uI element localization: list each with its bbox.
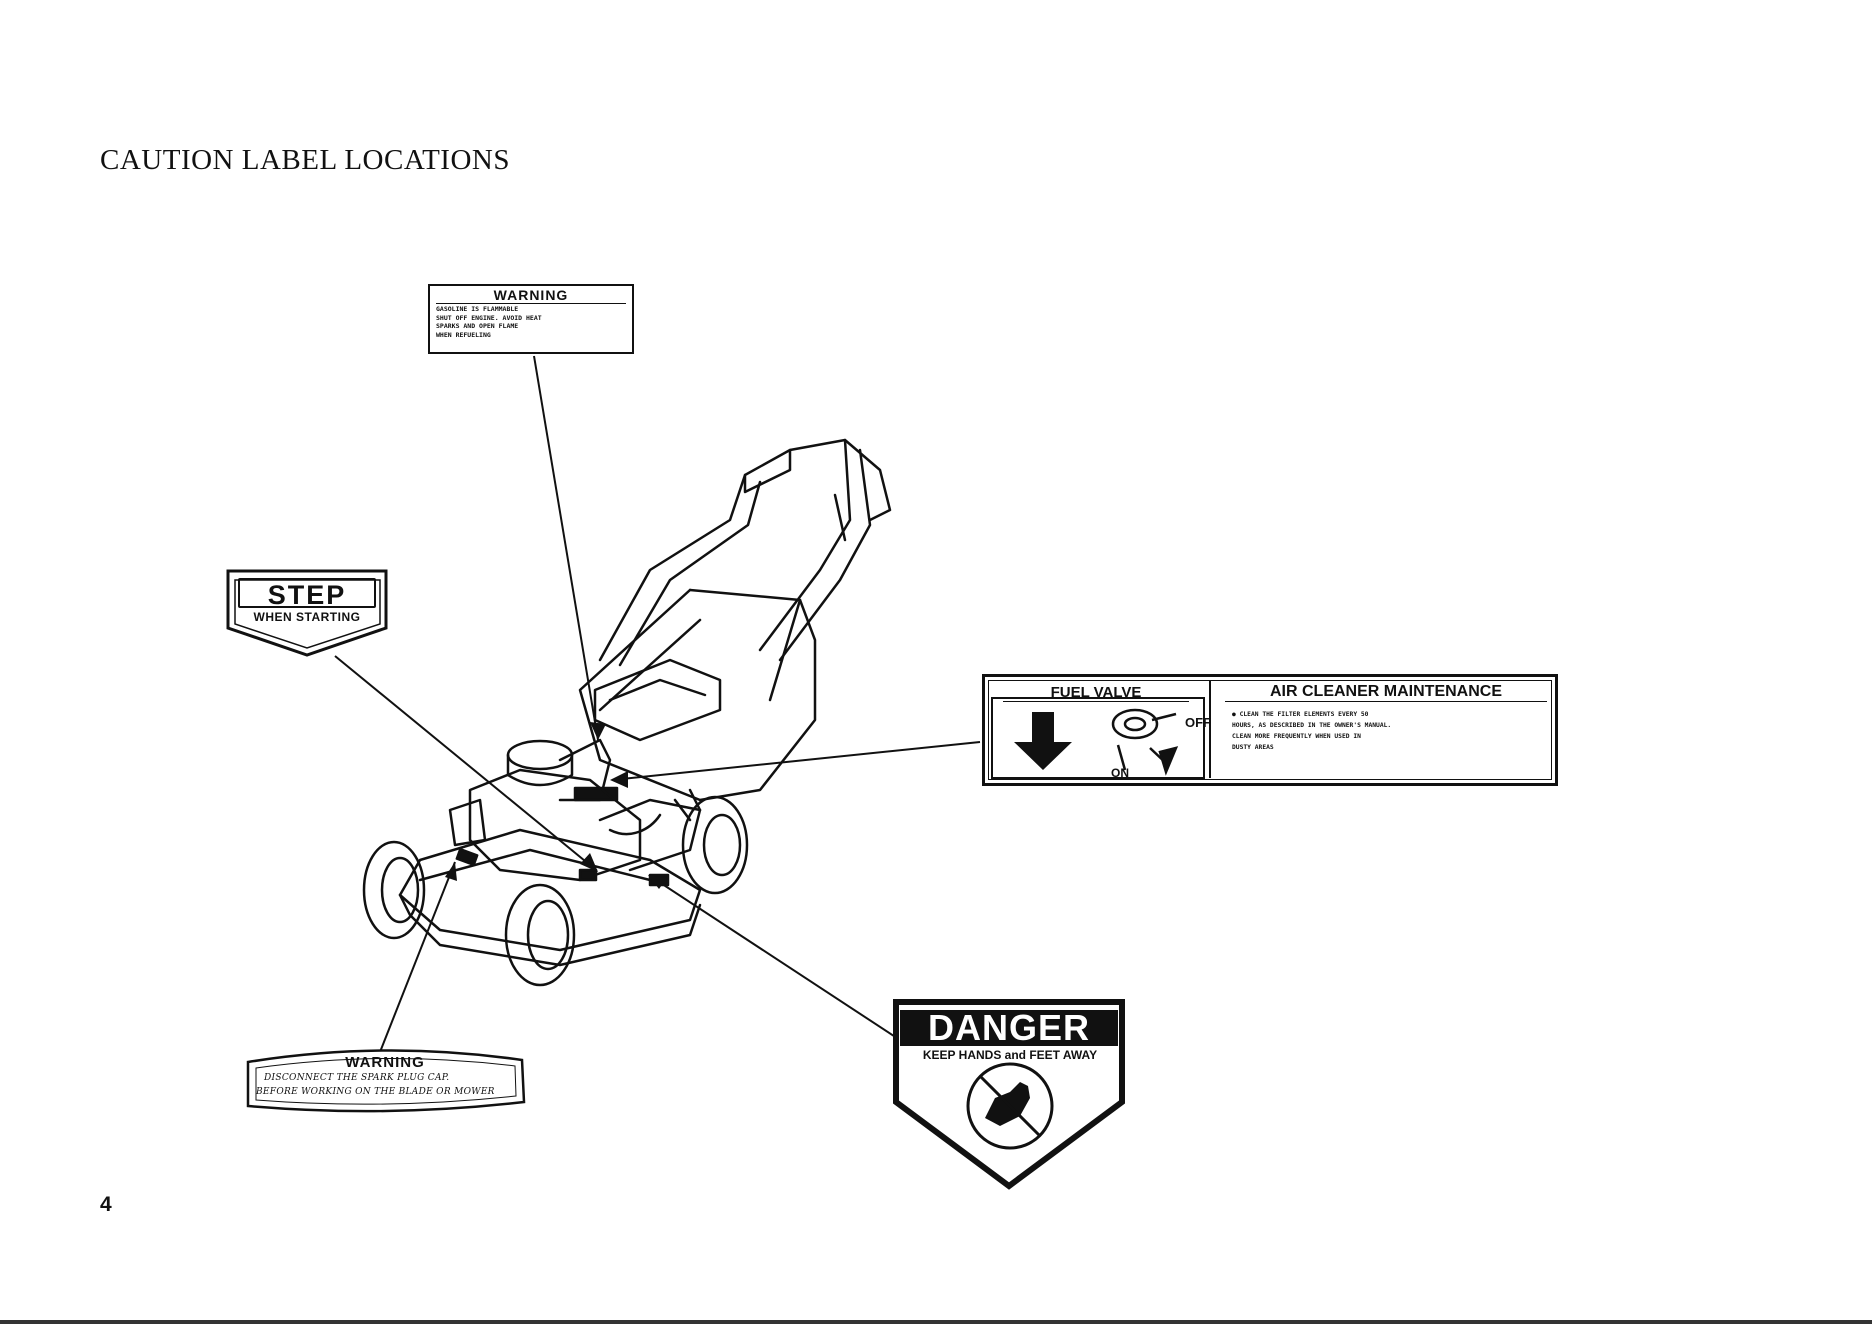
plug-warning-line1: DISCONNECT THE SPARK PLUG CAP. xyxy=(264,1073,450,1083)
leader-step xyxy=(334,655,597,871)
danger-subtext: KEEP HANDS and FEET AWAY xyxy=(922,1048,1098,1062)
fuel-valve-lever-icon xyxy=(1111,708,1179,776)
plug-warning-line2: BEFORE WORKING ON THE BLADE OR MOWER xyxy=(256,1087,495,1097)
leader-fuel-warning xyxy=(533,355,599,741)
step-sign-shape xyxy=(226,569,388,657)
danger-label: DANGER KEEP HANDS and FEET AWAY xyxy=(894,1000,1124,1186)
fuel-valve-on-text: ON xyxy=(1111,766,1129,780)
step-heading: STEP xyxy=(238,578,376,610)
bottom-rule xyxy=(0,1320,1872,1324)
fuel-warning-text: GASOLINE IS FLAMMABLE SHUT OFF ENGINE. A… xyxy=(436,305,542,339)
plug-warning-shape xyxy=(246,1049,526,1113)
fuel-valve-heading: FUEL VALVE xyxy=(1003,684,1189,702)
down-arrow-icon xyxy=(1014,712,1072,770)
plug-warning-heading: WARNING xyxy=(345,1054,425,1071)
step-subtext: WHEN STARTING xyxy=(253,610,361,624)
fuel-valve-air-cleaner-label: FUEL VALVE OFF ON AIR CLEANER MAINTENANC… xyxy=(982,674,1558,786)
plug-warning-label: WARNING DISCONNECT THE SPARK PLUG CAP. B… xyxy=(246,1050,524,1106)
fuel-valve-off-text: OFF xyxy=(1185,715,1211,730)
fuel-warning-heading: WARNING xyxy=(436,288,626,304)
air-cleaner-heading: AIR CLEANER MAINTENANCE xyxy=(1225,683,1547,702)
hand-prohibition-icon xyxy=(966,1062,1054,1150)
air-cleaner-text: ● CLEAN THE FILTER ELEMENTS EVERY 50 HOU… xyxy=(1232,711,1392,751)
leader-danger xyxy=(649,875,901,1041)
step-label: STEP WHEN STARTING xyxy=(226,569,388,655)
page-number: 4 xyxy=(100,1193,112,1216)
fuel-warning-label: WARNING GASOLINE IS FLAMMABLE SHUT OFF E… xyxy=(428,284,634,354)
leader-plug-warning xyxy=(379,861,456,1053)
leader-lines xyxy=(334,355,981,1053)
leader-arrowheads xyxy=(445,722,667,889)
page-title: CAUTION LABEL LOCATIONS xyxy=(100,144,510,176)
mower-illustration xyxy=(362,438,892,987)
leader-fuel-valve xyxy=(611,741,981,781)
danger-heading: DANGER xyxy=(900,1010,1118,1046)
